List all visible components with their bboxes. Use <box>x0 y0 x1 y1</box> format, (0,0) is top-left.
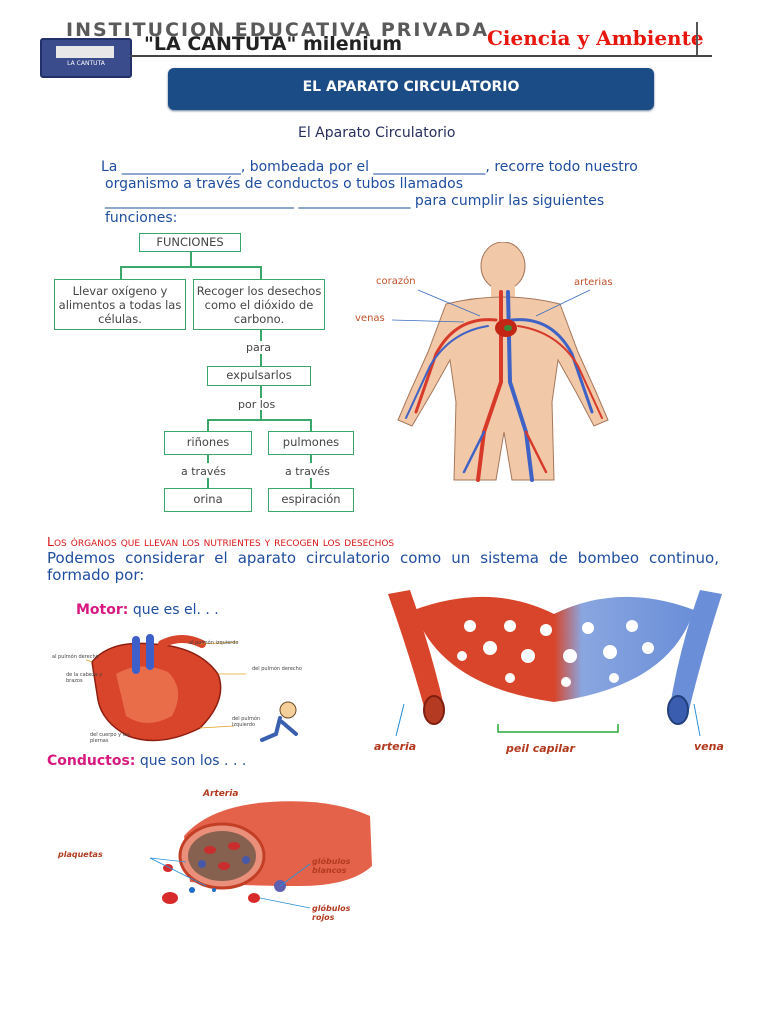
heart-label-3: de la cabeza y brazos <box>66 672 103 684</box>
connector <box>207 419 311 421</box>
vessel-label-globulos-blancos: glóbulos blancos <box>312 857 350 875</box>
diagram-label-a-traves: a través <box>181 465 226 478</box>
connector <box>120 266 122 279</box>
heart-label-6: del cuerpo y las piernas <box>90 732 130 744</box>
section-heading: Los órganos que llevan los nutrientes y … <box>47 534 395 549</box>
diagram-box-waste: Recoger los desechos como el dióxido de … <box>193 279 325 330</box>
motor-text: que es el. . . <box>128 602 219 618</box>
connector <box>260 266 262 279</box>
connector <box>260 410 262 420</box>
school-name-line2: "LA CANTUTA" milenium <box>144 33 403 55</box>
vessel-label-globulos-blancos-line1: glóbulos <box>312 857 351 866</box>
connector <box>260 386 262 398</box>
connector <box>310 455 312 463</box>
capillary-network-illustration <box>388 590 722 737</box>
school-name-line1: INSTITUCION EDUCATIVA PRIVADA <box>66 19 490 41</box>
intro-line-4: funciones: <box>105 210 178 226</box>
diagram-label-para: para <box>246 341 271 354</box>
connector <box>207 478 209 488</box>
heart-label-1: al pulmón derecho <box>52 654 99 660</box>
logo-text: LA CANTUTA <box>67 60 105 67</box>
vessel-label-globulos-rojos-line1: glóbulos <box>312 904 351 913</box>
logo-emblem <box>56 46 114 58</box>
label-venas: venas <box>355 313 385 324</box>
motor-line: Motor: que es el. . . <box>76 602 219 618</box>
vessel-label-globulos-blancos-line2: blancos <box>312 866 347 875</box>
diagram-box-espiracion: espiración <box>268 488 354 512</box>
diagram-box-oxygen: Llevar oxígeno y alimentos a todas las c… <box>54 279 186 330</box>
conductos-label: Conductos: <box>47 753 136 769</box>
heart-label-2: al pulmón izquierdo <box>189 640 239 646</box>
connector <box>190 251 192 267</box>
school-logo: LA CANTUTA <box>40 38 132 78</box>
header-divider-horizontal <box>130 55 712 57</box>
intro-line-2: organismo a través de conductos o tubos … <box>105 176 463 192</box>
intro-line-3: ___________________________ ____________… <box>105 193 605 209</box>
conductos-line: Conductos: que son los . . . <box>47 753 246 769</box>
motor-label: Motor: <box>76 602 129 618</box>
connector <box>310 419 312 431</box>
diagram-box-pulmones: pulmones <box>268 431 354 455</box>
vessel-label-arteria: Arteria <box>203 789 239 799</box>
subtitle: El Aparato Circulatorio <box>298 125 456 141</box>
intro-line-1: La _________________, bombeada por el __… <box>101 159 638 175</box>
vessel-label-globulos-rojos: glóbulos rojos <box>312 904 350 922</box>
capillary-label-piel-capilar: peil capilar <box>506 742 575 755</box>
artery-cross-section-illustration <box>150 801 372 909</box>
connector <box>260 329 262 341</box>
header-divider-vertical <box>696 22 698 56</box>
connector <box>120 266 261 268</box>
heart-label-4: del pulmón derecho <box>252 666 302 672</box>
diagram-box-rinones: riñones <box>164 431 252 455</box>
heart-illustration <box>85 634 298 742</box>
diagram-label-a-traves: a través <box>285 465 330 478</box>
diagram-root-funciones: FUNCIONES <box>139 233 241 252</box>
vessel-label-globulos-rojos-line2: rojos <box>312 913 335 922</box>
page-title: EL APARATO CIRCULATORIO <box>168 68 654 110</box>
label-arterias: arterias <box>574 277 613 288</box>
label-corazon: corazón <box>376 276 416 287</box>
connector <box>207 455 209 463</box>
diagram-box-expulsarlos: expulsarlos <box>207 366 311 386</box>
connector <box>310 478 312 488</box>
subject-title: Ciencia y Ambiente <box>487 26 704 50</box>
capillary-label-vena: vena <box>694 740 724 753</box>
circulatory-body-illustration <box>391 242 609 482</box>
capillary-label-arteria: arteria <box>374 740 417 753</box>
diagram-label-por-los: por los <box>238 398 276 411</box>
diagram-box-orina: orina <box>164 488 252 512</box>
connector <box>207 419 209 431</box>
intro-paragraph: Podemos considerar el aparato circulator… <box>47 549 719 584</box>
vessel-label-plaquetas: plaquetas <box>58 850 103 859</box>
connector <box>260 354 262 366</box>
conductos-text: que son los . . . <box>135 753 247 769</box>
heart-label-5: del pulmón izquierdo <box>232 716 261 728</box>
